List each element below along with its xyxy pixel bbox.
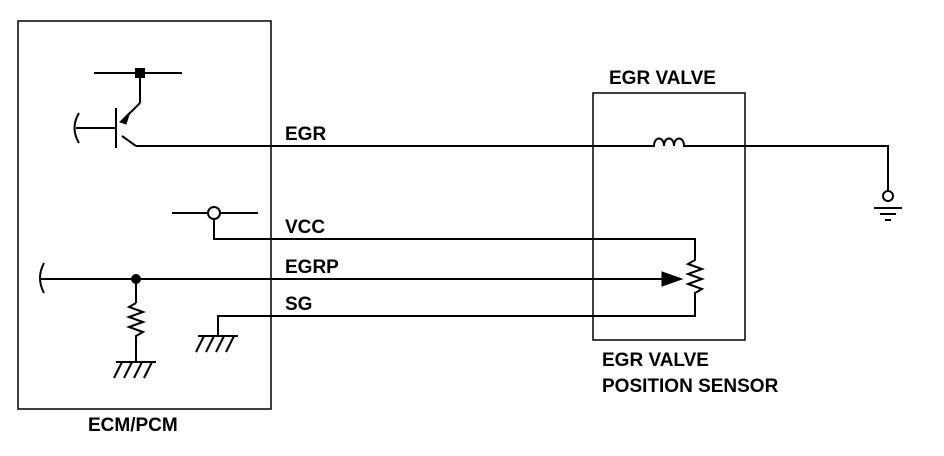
wire-label-egrp: EGRP	[285, 257, 339, 278]
wiper-arrow	[661, 271, 684, 287]
wire-egr-ground	[690, 145, 889, 190]
egr-valve-box	[592, 92, 746, 341]
transistor-supply-node	[135, 68, 145, 78]
egr-solenoid-coil	[650, 137, 690, 147]
ecm-ground-symbol-1	[113, 361, 156, 379]
wire-sg	[217, 298, 696, 336]
sensor-title-line1: EGR VALVE	[602, 350, 709, 371]
wire-label-sg: SG	[285, 294, 312, 315]
position-sensor-resistor	[685, 254, 705, 298]
sensor-title-line2: POSITION SENSOR	[602, 376, 779, 397]
pulldown-resistor	[126, 302, 146, 362]
emitter-arrow	[119, 111, 131, 125]
transistor-symbol	[73, 68, 182, 148]
ecm-ground-symbol-2	[195, 335, 238, 353]
wire-vcc	[213, 219, 696, 254]
ecm-pcm-label: ECM/PCM	[88, 415, 178, 436]
chassis-ground-symbol	[874, 190, 902, 221]
wire-label-egr: EGR	[285, 124, 326, 145]
base-break-mark	[73, 112, 80, 144]
ecm-pcm-box	[17, 20, 272, 410]
wire-label-vcc: VCC	[285, 217, 325, 238]
egr-valve-title: EGR VALVE	[609, 68, 716, 89]
egrp-input-break-mark	[39, 262, 45, 294]
vcc-supply-terminal	[172, 206, 258, 220]
